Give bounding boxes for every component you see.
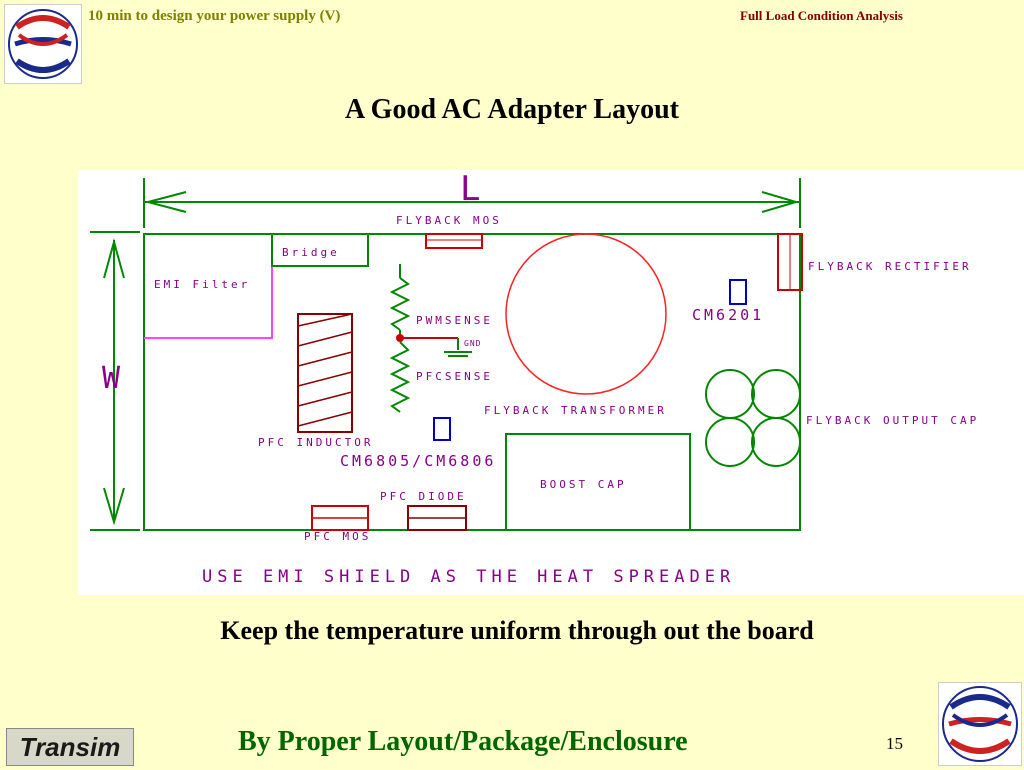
length-label: L bbox=[460, 170, 483, 209]
flyback-rectifier-label: FLYBACK RECTIFIER bbox=[808, 260, 972, 273]
output-cap-4 bbox=[751, 417, 801, 467]
slide-title: A Good AC Adapter Layout bbox=[345, 94, 679, 125]
header-right-title: Full Load Condition Analysis bbox=[740, 8, 903, 23]
flyback-mos bbox=[425, 233, 483, 249]
pfc-sense-label: PFCSENSE bbox=[416, 370, 493, 383]
cm6805-label: CM6805/CM6806 bbox=[340, 452, 496, 470]
pfc-mos-label: PFC MOS bbox=[304, 530, 371, 543]
header-left-title: 10 min to design your power supply (V) bbox=[88, 8, 341, 24]
width-label: W bbox=[102, 361, 123, 396]
cm6201-label: CM6201 bbox=[692, 306, 764, 324]
output-cap-3 bbox=[705, 417, 755, 467]
pwm-sense-resistor bbox=[389, 277, 411, 331]
emi-shield-note: USE EMI SHIELD AS THE HEAT SPREADER bbox=[202, 567, 735, 587]
boost-cap bbox=[505, 433, 691, 531]
boost-cap-label: BOOST CAP bbox=[540, 478, 627, 491]
flyback-transformer-label: FLYBACK TRANSFORMER bbox=[484, 404, 667, 417]
output-cap-2 bbox=[751, 369, 801, 419]
pfc-inductor-label: PFC INDUCTOR bbox=[258, 436, 373, 449]
transim-logo: Transim bbox=[6, 728, 134, 766]
output-cap-1 bbox=[705, 369, 755, 419]
pwm-sense-label: PWMSENSE bbox=[416, 314, 493, 327]
pfc-diode-label: PFC DIODE bbox=[380, 490, 467, 503]
slide-caption: Keep the temperature uniform through out… bbox=[220, 616, 814, 645]
flyback-output-cap-label: FLYBACK OUTPUT CAP bbox=[806, 414, 979, 427]
slide-footer: By Proper Layout/Package/Enclosure bbox=[238, 726, 688, 757]
pfc-inductor bbox=[297, 313, 353, 433]
pfc-sense-resistor bbox=[389, 341, 411, 413]
cm6201-ic bbox=[729, 279, 747, 305]
bridge-region bbox=[271, 233, 369, 267]
layout-diagram: L W EMI Filter Bridge FLYBACK MOS PWMSEN… bbox=[78, 169, 1024, 595]
fairchild-logo bbox=[938, 682, 1022, 766]
flyback-transformer bbox=[505, 233, 667, 395]
emi-filter-region bbox=[144, 234, 273, 339]
flyback-mos-label: FLYBACK MOS bbox=[396, 214, 502, 227]
cm6805-ic bbox=[433, 417, 451, 441]
page-number: 15 bbox=[886, 734, 903, 753]
champion-logo bbox=[4, 4, 82, 84]
emi-filter-label: EMI Filter bbox=[154, 278, 250, 291]
gnd-label: GND bbox=[464, 339, 481, 348]
bridge-label: Bridge bbox=[282, 246, 340, 259]
